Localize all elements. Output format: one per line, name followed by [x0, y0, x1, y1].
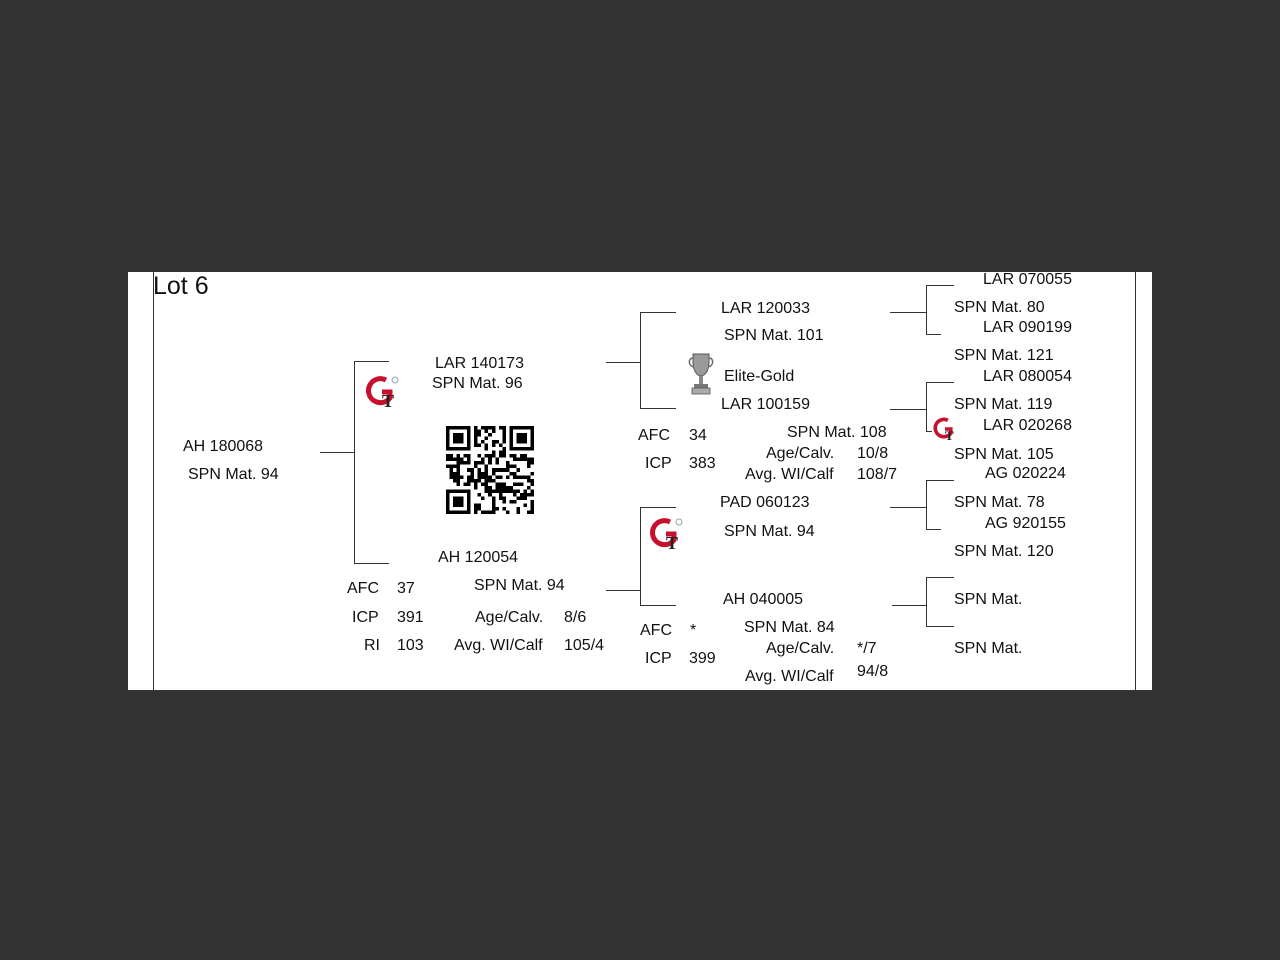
- sire-dam-afc-label: AFC: [638, 427, 670, 444]
- sire-dam-avg: 108/7: [857, 466, 898, 483]
- gen3-bracket: [926, 480, 927, 530]
- gen3-spn: SPN Mat. 121: [954, 347, 1054, 364]
- dam-age-label: Age/Calv.: [475, 609, 544, 626]
- subject-id: AH 180068: [183, 438, 264, 455]
- gt-logo-icon: T: [366, 376, 399, 410]
- gen3-connector: [926, 382, 954, 383]
- dam-id: AH 120054: [438, 549, 519, 566]
- sire-dam-avg-label: Avg. WI/Calf: [745, 466, 834, 483]
- svg-text:T: T: [945, 428, 954, 442]
- dam-dam-age: */7: [857, 640, 877, 657]
- dam-dam-id: AH 040005: [723, 591, 804, 608]
- sire-dam-afc: 34: [689, 427, 707, 444]
- sire-dam-age-label: Age/Calv.: [766, 445, 835, 462]
- dam-afc-label: AFC: [347, 580, 379, 597]
- gen3-id: AG 920155: [985, 515, 1066, 532]
- pedigree-sheet: Lot 6 AH 180068 SPN Mat. 94 T LAR 140173…: [128, 272, 1152, 690]
- subject-connector: [320, 452, 355, 453]
- dam-to-gen2-connector: [606, 590, 641, 591]
- dam-spn: SPN Mat. 94: [474, 577, 565, 594]
- gen3-spn: SPN Mat. 80: [954, 299, 1045, 316]
- gen3-bracket: [926, 285, 927, 335]
- gen3-connector: [926, 334, 941, 335]
- gen3-connector: [926, 529, 941, 530]
- gen3-spn: SPN Mat. 78: [954, 494, 1045, 511]
- sire-sire-spn: SPN Mat. 101: [724, 327, 824, 344]
- gen3-id: LAR 020268: [983, 417, 1072, 434]
- dam-dam-icp: 399: [689, 650, 716, 667]
- gt-logo-icon: T: [933, 417, 954, 442]
- gt-logo-icon: T: [650, 518, 683, 552]
- gen3-id: LAR 080054: [983, 368, 1072, 385]
- gen3-bracket: [926, 382, 927, 432]
- qr-code: [446, 426, 534, 514]
- dam-icp-label: ICP: [352, 609, 379, 626]
- dam-afc: 37: [397, 580, 415, 597]
- dam-avg: 105/4: [564, 637, 605, 654]
- sire-sire-id: LAR 120033: [721, 300, 810, 317]
- svg-text:T: T: [382, 391, 394, 410]
- gen3-id: LAR 070055: [983, 272, 1072, 288]
- sire-id: LAR 140173: [435, 355, 524, 372]
- dam-gen2-bracket: [640, 507, 641, 606]
- dam-sire-spn: SPN Mat. 94: [724, 523, 815, 540]
- dam-dam-avg: 94/8: [857, 663, 889, 680]
- dam-dam-afc-label: AFC: [640, 622, 672, 639]
- dam-dam-spn: SPN Mat. 84: [744, 619, 835, 636]
- sire-sire-connector: [640, 312, 676, 313]
- sire-dam-icp-label: ICP: [645, 455, 672, 472]
- sire-dam-icp: 383: [689, 455, 716, 472]
- right-margin-line: [1135, 272, 1136, 690]
- sire-dam-id: LAR 100159: [721, 396, 810, 413]
- dam-sire-id: PAD 060123: [720, 494, 810, 511]
- gen3-spn: SPN Mat. 120: [954, 543, 1054, 560]
- dam-ri-label: RI: [364, 637, 380, 654]
- gen3-connector: [926, 626, 954, 627]
- gen1-bracket: [354, 361, 355, 564]
- sire-sire-award: Elite-Gold: [724, 368, 795, 385]
- gen3-connector: [926, 480, 954, 481]
- gen3-bracket: [926, 577, 927, 627]
- sire-dam-spn: SPN Mat. 108: [787, 424, 887, 441]
- gen3-id: LAR 090199: [983, 319, 1072, 336]
- gen3-spn: SPN Mat.: [954, 640, 1023, 657]
- dam-dam-afc: *: [690, 622, 697, 639]
- dam-dam-connector: [640, 605, 676, 606]
- dam-age: 8/6: [564, 609, 587, 626]
- gen3-connector: [926, 431, 932, 432]
- gen3-spn: SPN Mat. 105: [954, 446, 1054, 463]
- dam-connector: [354, 563, 389, 564]
- dam-avg-label: Avg. WI/Calf: [454, 637, 543, 654]
- sire-dam-age: 10/8: [857, 445, 889, 462]
- sire-spn: SPN Mat. 96: [432, 375, 523, 392]
- dam-ri: 103: [397, 637, 424, 654]
- gen3-connector: [890, 409, 927, 410]
- sire-dam-connector: [640, 408, 676, 409]
- dam-dam-icp-label: ICP: [645, 650, 672, 667]
- svg-text:T: T: [666, 533, 678, 552]
- sire-gen2-bracket: [640, 312, 641, 409]
- dam-dam-age-label: Age/Calv.: [766, 640, 835, 657]
- left-margin-line: [153, 272, 154, 690]
- lot-title: Lot 6: [153, 272, 209, 300]
- subject-spn: SPN Mat. 94: [188, 466, 279, 483]
- dam-dam-avg-label: Avg. WI/Calf: [745, 668, 834, 685]
- gen3-connector: [890, 312, 927, 313]
- gen3-connector: [890, 507, 927, 508]
- sire-connector: [354, 361, 389, 362]
- gen3-spn: SPN Mat.: [954, 591, 1023, 608]
- gen3-connector: [926, 577, 954, 578]
- dam-icp: 391: [397, 609, 424, 626]
- gen3-connector: [892, 605, 927, 606]
- gen3-connector: [926, 285, 954, 286]
- trophy-icon: [688, 353, 714, 395]
- dam-sire-connector: [640, 507, 676, 508]
- gen3-spn: SPN Mat. 119: [954, 396, 1053, 413]
- gen3-id: AG 020224: [985, 465, 1066, 482]
- sire-to-gen2-connector: [606, 362, 641, 363]
